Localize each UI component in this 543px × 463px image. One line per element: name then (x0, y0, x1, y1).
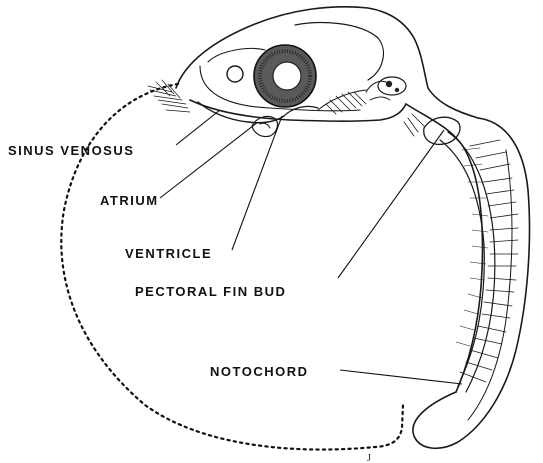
label-pectoral-fin-bud: PECTORAL FIN BUD (135, 284, 286, 299)
leader-atrium (160, 122, 258, 198)
label-notochord: NOTOCHORD (210, 364, 308, 379)
yolk-sac-outline (61, 84, 403, 450)
leader-pectoral-fin-bud (338, 130, 444, 278)
label-ventricle: VENTRICLE (125, 246, 212, 261)
label-atrium: ATRIUM (100, 193, 159, 208)
label-sinus-venosus: SINUS VENOSUS (8, 143, 134, 158)
leader-sinus-venosus (176, 110, 220, 145)
trunk-and-tail (404, 104, 530, 448)
leader-notochord (340, 370, 462, 384)
artist-initials: J (367, 453, 371, 463)
embryo-body (176, 7, 478, 121)
